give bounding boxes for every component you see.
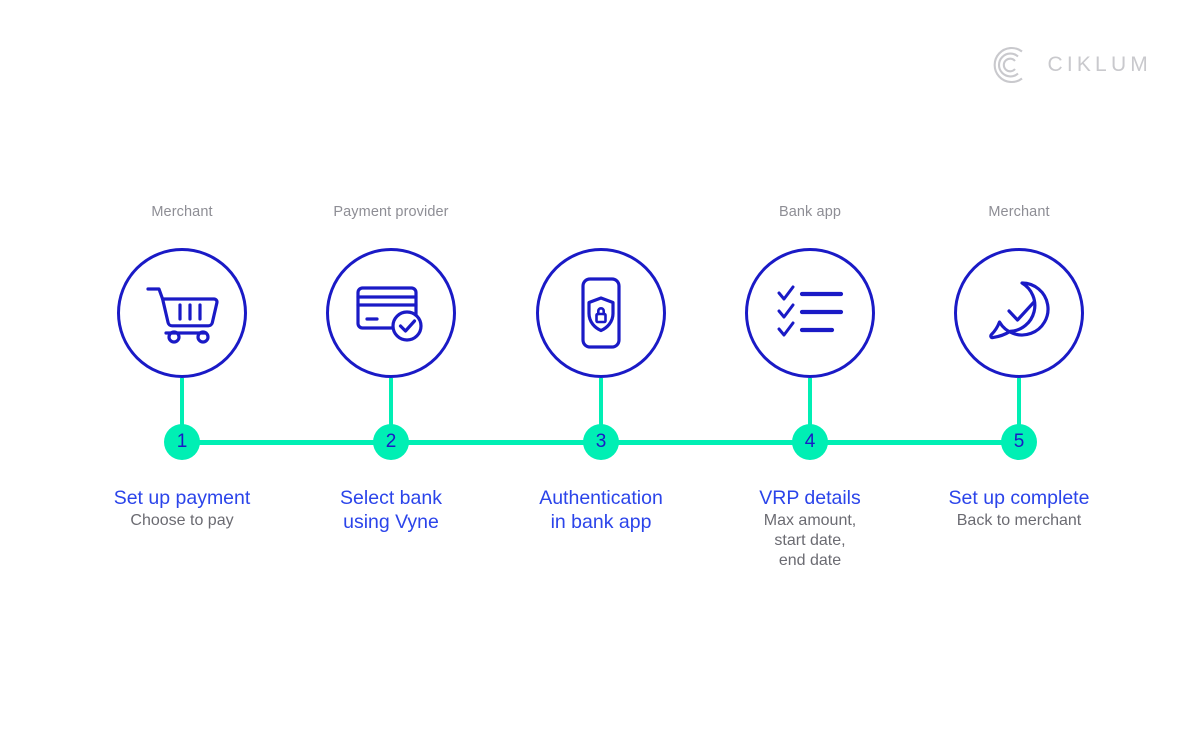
- step-3-captions: Authentication in bank app: [491, 486, 711, 535]
- step-2-marker[interactable]: 2: [373, 424, 409, 460]
- step-4-subtitle: Max amount, start date, end date: [763, 512, 857, 569]
- step-3-title: Authentication in bank app: [539, 487, 663, 533]
- checklist-icon: [777, 285, 844, 337]
- step-5-captions: Set up complete Back to merchant: [909, 486, 1129, 531]
- step-4-icon-circle: [745, 248, 875, 378]
- step-2-stem: [389, 378, 393, 442]
- step-3-stem: [599, 378, 603, 442]
- step-4-title: VRP details: [759, 487, 861, 509]
- brand-logo: CIKLUM: [989, 44, 1152, 86]
- ciklum-c-logo-icon: [994, 46, 1024, 84]
- step-1-captions: Set up payment Choose to pay: [72, 486, 292, 531]
- brand-wordmark: CIKLUM: [1047, 53, 1152, 76]
- step-5-icon-circle: [954, 248, 1084, 378]
- step-2-title: Select bank using Vyne: [340, 487, 442, 533]
- step-3-actor-label: [491, 203, 711, 221]
- shopping-cart-icon: [146, 287, 219, 344]
- step-1-title: Set up payment: [113, 487, 251, 509]
- step-3-marker[interactable]: 3: [583, 424, 619, 460]
- step-3-icon-circle: [536, 248, 666, 378]
- step-5-actor-label: Merchant: [988, 204, 1050, 220]
- step-5-title: Set up complete: [948, 487, 1090, 509]
- step-4-marker[interactable]: 4: [792, 424, 828, 460]
- step-4-captions: VRP details Max amount, start date, end …: [700, 486, 920, 571]
- step-5-marker[interactable]: 5: [1001, 424, 1037, 460]
- step-1-actor-label: Merchant: [151, 204, 213, 220]
- credit-card-check-icon: [356, 286, 423, 342]
- step-1-marker[interactable]: 1: [164, 424, 200, 460]
- step-2-actor-label: Payment provider: [333, 204, 449, 220]
- step-5-stem: [1017, 378, 1021, 442]
- chat-bubble-check-icon: [989, 281, 1050, 340]
- step-5-subtitle: Back to merchant: [956, 512, 1082, 529]
- step-2-captions: Select bank using Vyne: [281, 486, 501, 535]
- step-1-stem: [180, 378, 184, 442]
- phone-shield-lock-icon: [581, 277, 621, 349]
- step-1-subtitle: Choose to pay: [130, 512, 234, 529]
- step-4-stem: [808, 378, 812, 442]
- step-4-actor-label: Bank app: [778, 204, 842, 220]
- step-2-icon-circle: [326, 248, 456, 378]
- step-1-icon-circle: [117, 248, 247, 378]
